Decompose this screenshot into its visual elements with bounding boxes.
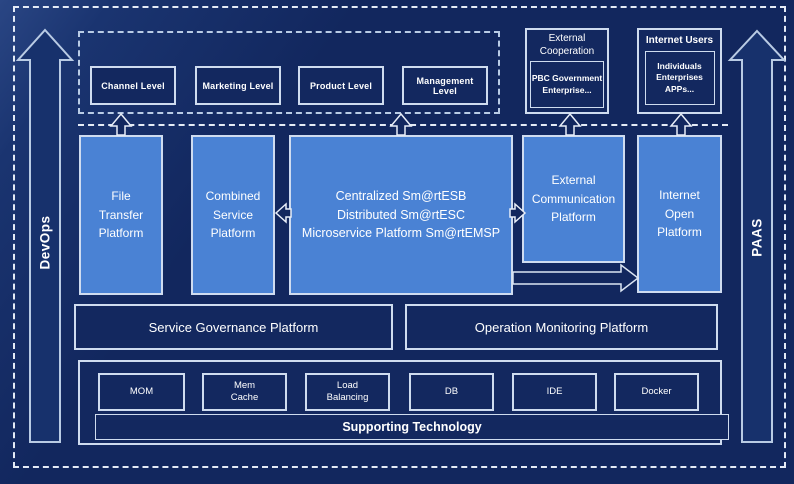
levels-dashed-group — [78, 31, 500, 114]
platform-label: Centralized Sm@rtESB Distributed Sm@rtES… — [301, 188, 501, 241]
level-label: Channel Level — [101, 80, 165, 91]
integration-dashed-line — [78, 124, 728, 126]
internet-users-box: Internet Users Individuals Enterprises A… — [637, 28, 722, 114]
platform-external-communication: External Communication Platform — [522, 135, 625, 263]
level-label: Product Level — [309, 80, 373, 91]
platform-label: Combined Service Platform — [205, 189, 261, 241]
level-box-management: Management Level — [402, 66, 488, 105]
tech-box-docker: Docker — [614, 373, 699, 411]
external-cooperation-members-box: PBC Government Enterprise... — [530, 61, 604, 108]
platform-label: Internet Open Platform — [657, 188, 702, 240]
external-cooperation-title: External Cooperation — [539, 33, 595, 57]
external-cooperation-box: External Cooperation PBC Government Ente… — [525, 28, 609, 114]
paas-label: PAAS — [749, 218, 765, 257]
internet-users-title: Internet Users — [645, 35, 714, 46]
service-governance-platform: Service Governance Platform — [74, 304, 393, 350]
external-cooperation-members: PBC Government Enterprise... — [531, 73, 603, 95]
level-box-product: Product Level — [298, 66, 384, 105]
internet-users-members-box: Individuals Enterprises APPs... — [644, 51, 715, 105]
tech-label: MOM — [129, 385, 154, 397]
level-box-marketing: Marketing Level — [195, 66, 281, 105]
platform-combined-service: Combined Service Platform — [191, 135, 275, 295]
level-label: Marketing Level — [202, 80, 274, 91]
tech-label: Docker — [641, 385, 672, 397]
tech-label: Mem Cache — [230, 379, 259, 403]
tech-label: IDE — [546, 385, 563, 397]
tech-box-db: DB — [409, 373, 494, 411]
level-box-channel: Channel Level — [90, 66, 176, 105]
platform-label: External Communication Platform — [531, 173, 616, 225]
internet-users-members: Individuals Enterprises APPs... — [656, 60, 703, 94]
operation-monitoring-platform: Operation Monitoring Platform — [405, 304, 718, 350]
band-label: Service Governance Platform — [148, 319, 319, 335]
devops-label: DevOps — [37, 215, 53, 270]
level-label: Management Level — [416, 75, 474, 96]
tech-label: Load Balancing — [326, 379, 369, 403]
tech-box-mem-cache: Mem Cache — [202, 373, 287, 411]
supporting-technology-bar: Supporting Technology — [95, 414, 729, 440]
platform-central-esb: Centralized Sm@rtESB Distributed Sm@rtES… — [289, 135, 513, 295]
tech-box-ide: IDE — [512, 373, 597, 411]
platform-label: File Transfer Platform — [98, 189, 144, 241]
tech-box-mom: MOM — [98, 373, 185, 411]
band-label: Operation Monitoring Platform — [474, 319, 649, 335]
platform-internet-open: Internet Open Platform — [637, 135, 722, 293]
tech-box-load-balancing: Load Balancing — [305, 373, 390, 411]
supporting-technology-label: Supporting Technology — [342, 420, 482, 434]
platform-file-transfer: File Transfer Platform — [79, 135, 163, 295]
tech-label: DB — [444, 385, 459, 397]
